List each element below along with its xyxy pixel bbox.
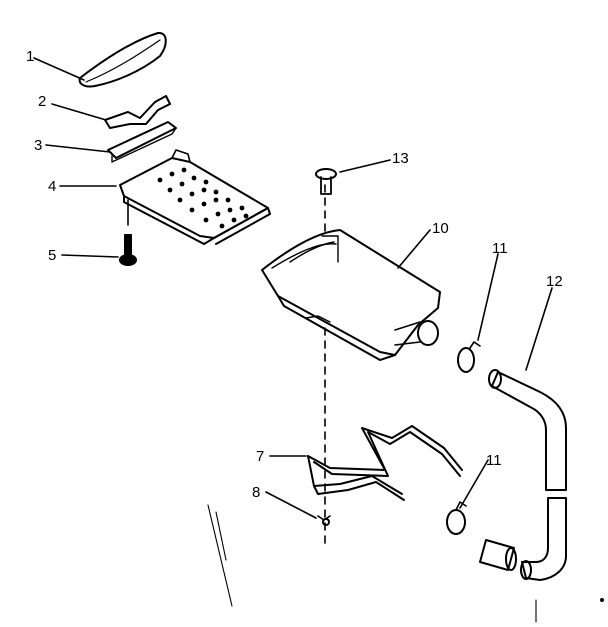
tube-icon: [479, 539, 517, 571]
callout-13: 13: [392, 150, 409, 167]
drafting-marks: [207, 504, 605, 623]
callout-5: 5: [48, 247, 56, 264]
spring-clip-icon: [104, 95, 171, 129]
callout-12: 12: [546, 273, 563, 290]
screw-13-icon: [315, 168, 337, 195]
dispenser-cover-icon: [78, 32, 167, 88]
hose-clamp-icon: [457, 341, 481, 373]
hose-icon: [488, 369, 567, 581]
callout-2: 2: [38, 93, 46, 110]
callout-3: 3: [34, 137, 42, 154]
callout-7: 7: [256, 448, 264, 465]
screw-icon: [119, 199, 137, 266]
callout-4: 4: [48, 178, 56, 195]
hose-clamp-lower-icon: [446, 501, 467, 535]
callout-10: 10: [432, 220, 449, 237]
fill-cup-icon: [261, 229, 441, 361]
fastener-icon: [317, 515, 331, 526]
heater-wire-icon: [307, 425, 463, 501]
leader-lines: [33, 57, 553, 519]
callout-1: 1: [26, 48, 34, 65]
callout-11-upper: 11: [492, 240, 508, 257]
grille-tray-icon: [119, 149, 271, 245]
bracket-icon: [107, 121, 177, 163]
callout-11-lower: 11: [486, 452, 502, 469]
callout-8: 8: [252, 484, 260, 501]
